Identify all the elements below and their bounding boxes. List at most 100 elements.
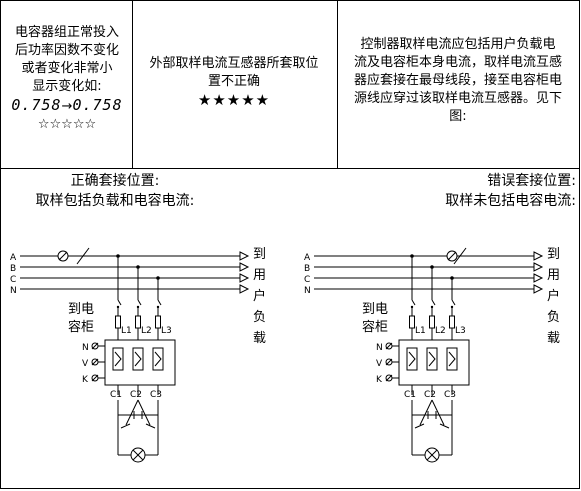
readout-before: 0.758 <box>11 96 62 114</box>
solution-line-1: 控制器取样电流应包括用户负载电 <box>360 37 556 52</box>
wrong-ct-slash <box>447 251 457 261</box>
correct-capacitor-icon <box>120 423 131 429</box>
wrong-to-user-char: 负 <box>547 310 560 325</box>
correct-fuse-icon <box>155 315 161 329</box>
wrong-to-user-char: 到 <box>547 247 560 262</box>
wrong-terminal-label-n: N <box>376 343 383 353</box>
wrong-capacitor-icon <box>439 423 450 429</box>
cause-cell: 外部取样电流互感器所套取位 置不正确 ★★★★★ <box>136 55 332 109</box>
wrong-breaker-slash <box>453 247 467 265</box>
correct-contactor-icon <box>132 347 144 371</box>
wrong-contactor-symbol <box>448 351 456 367</box>
correct-contactor-symbol <box>134 351 142 367</box>
correct-contactor-symbol <box>154 351 162 367</box>
correct-cap-diag-right <box>137 399 151 426</box>
correct-contactor-icon <box>112 347 124 371</box>
correct-cabinet-label-2: 容柜 <box>68 319 94 335</box>
wrong-terminal-slash <box>385 342 393 350</box>
correct-to-user-char: 负 <box>253 310 266 325</box>
correct-ct-slash <box>58 251 68 261</box>
correct-fuse-icon <box>115 315 121 329</box>
wrong-subtitle: 取样未包括电容电流: <box>445 193 576 209</box>
correct-bus-label-a: A <box>10 253 17 263</box>
correct-subtitle: 取样包括负载和电容电流: <box>35 193 195 209</box>
correct-bus-label-c: C <box>10 275 16 285</box>
wrong-switch-contact <box>430 305 434 309</box>
wrong-cap-diag-right <box>431 399 445 426</box>
wrong-bus-arrow-icon <box>533 251 544 261</box>
wrong-contactor-icon <box>406 347 418 371</box>
wrong-phase-label: L2 <box>435 326 446 336</box>
correct-terminal-label-n: N <box>82 343 89 353</box>
display-readout: 0.758→0.758 <box>6 96 128 116</box>
correct-cap-label: C3 <box>150 390 162 400</box>
rating-full-stars: ★★★★★ <box>197 91 271 109</box>
wrong-phase-label: L1 <box>415 326 426 336</box>
symptom-line-2: 后功率因数不变化 <box>14 43 119 58</box>
cause-line-2: 置不正确 <box>207 74 260 89</box>
correct-switch-icon <box>137 299 142 306</box>
correct-contactor-symbol <box>114 351 122 367</box>
wrong-switch-contact <box>410 305 414 309</box>
wrong-to-user-char: 用 <box>547 268 560 283</box>
wrong-cap-label: C3 <box>444 390 456 400</box>
solution-line-3: 器应套接在最母线段，接至电容柜电 <box>353 73 562 88</box>
readout-after: 0.758 <box>72 96 123 114</box>
correct-bus-label-b: B <box>10 264 16 274</box>
correct-switch-contact <box>116 305 120 309</box>
correct-phase-label: L1 <box>121 326 132 336</box>
correct-cap-diag-left <box>125 399 139 426</box>
wrong-phase-label: L3 <box>455 326 466 336</box>
solution-line-5: 图: <box>449 109 467 124</box>
wrong-cap-diag-left <box>419 399 433 426</box>
wrong-title: 错误套接位置: <box>487 173 576 189</box>
wrong-cap-label: C1 <box>404 390 416 400</box>
correct-lamp-cross <box>132 449 144 461</box>
correct-cap-label: C1 <box>110 390 122 400</box>
correct-terminal-label-v: V <box>82 359 89 369</box>
wrong-switch-icon <box>451 299 456 306</box>
correct-to-user-char: 用 <box>253 268 266 283</box>
wrong-contactor-symbol <box>408 351 416 367</box>
symptom-cell: 电容器组正常投入 后功率因数不变化 或者变化非常小 显示变化如: 0.758→0… <box>6 24 128 134</box>
correct-switch-contact <box>136 305 140 309</box>
correct-fuse-icon <box>135 315 141 329</box>
wrong-switch-icon <box>411 299 416 306</box>
correct-cap-label: C2 <box>130 390 142 400</box>
correct-switch-contact <box>156 305 160 309</box>
wrong-bus-arrow-icon <box>533 262 544 272</box>
symptom-line-1: 电容器组正常投入 <box>14 25 119 40</box>
correct-bus-arrow-icon <box>239 273 250 283</box>
rating-empty-stars: ☆☆☆☆☆ <box>37 117 97 132</box>
wrong-fuse-icon <box>409 315 415 329</box>
correct-capacitor-icon <box>145 423 156 429</box>
wrong-lamp-cross <box>426 449 438 461</box>
solution-line-2: 流及电容柜本身电流，取样电流互感 <box>353 55 562 70</box>
wrong-bus-arrow-icon <box>533 284 544 294</box>
wrong-bus-label-n: N <box>304 286 311 296</box>
correct-switch-icon <box>157 299 162 306</box>
correct-title: 正确套接位置: <box>70 173 160 189</box>
wrong-switch-contact <box>450 305 454 309</box>
wrong-contactor-symbol <box>428 351 436 367</box>
wrong-fuse-icon <box>449 315 455 329</box>
correct-phase-label: L2 <box>141 326 152 336</box>
solution-cell: 控制器取样电流应包括用户负载电 流及电容柜本身电流，取样电流互感 器应套接在最母… <box>342 36 574 126</box>
correct-to-user-char: 载 <box>253 331 266 346</box>
symptom-line-3: 或者变化非常小 <box>21 61 113 76</box>
correct-terminal-slash <box>91 374 99 382</box>
symptom-line-4: 显示变化如: <box>32 79 102 94</box>
wrong-cap-label: C2 <box>424 390 436 400</box>
correct-bus-label-n: N <box>10 286 17 296</box>
wrong-terminal-label-k: K <box>376 375 383 385</box>
wrong-contactor-icon <box>426 347 438 371</box>
correct-breaker-slash <box>76 247 90 265</box>
wrong-bus-label-a: A <box>304 253 311 263</box>
wrong-contactor-icon <box>446 347 458 371</box>
wrong-terminal-slash <box>385 374 393 382</box>
wrong-to-user-char: 户 <box>547 288 560 304</box>
cause-line-1: 外部取样电流互感器所套取位 <box>149 56 319 71</box>
wrong-cabinet-label-2: 容柜 <box>362 319 388 335</box>
